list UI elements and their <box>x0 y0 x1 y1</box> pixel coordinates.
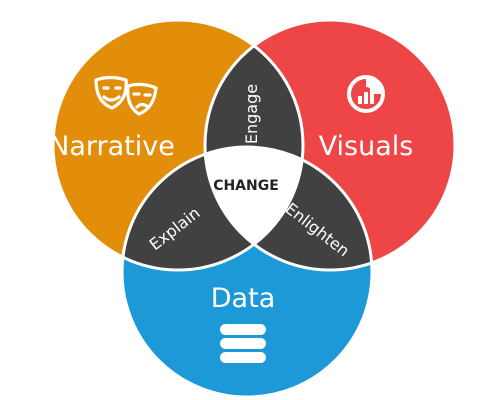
theater-masks-icon <box>94 75 158 116</box>
database-icon <box>220 324 266 363</box>
narrative-label: Narrative <box>49 131 175 162</box>
enlighten-overlap <box>205 147 372 270</box>
engage-label: Engage <box>242 84 261 144</box>
region-outlines <box>51 18 457 399</box>
explain-overlap <box>122 147 303 270</box>
data-label: Data <box>211 283 275 314</box>
visuals-label: Visuals <box>319 131 414 162</box>
change-label: CHANGE <box>213 178 279 194</box>
chart-badge-icon <box>347 75 385 113</box>
